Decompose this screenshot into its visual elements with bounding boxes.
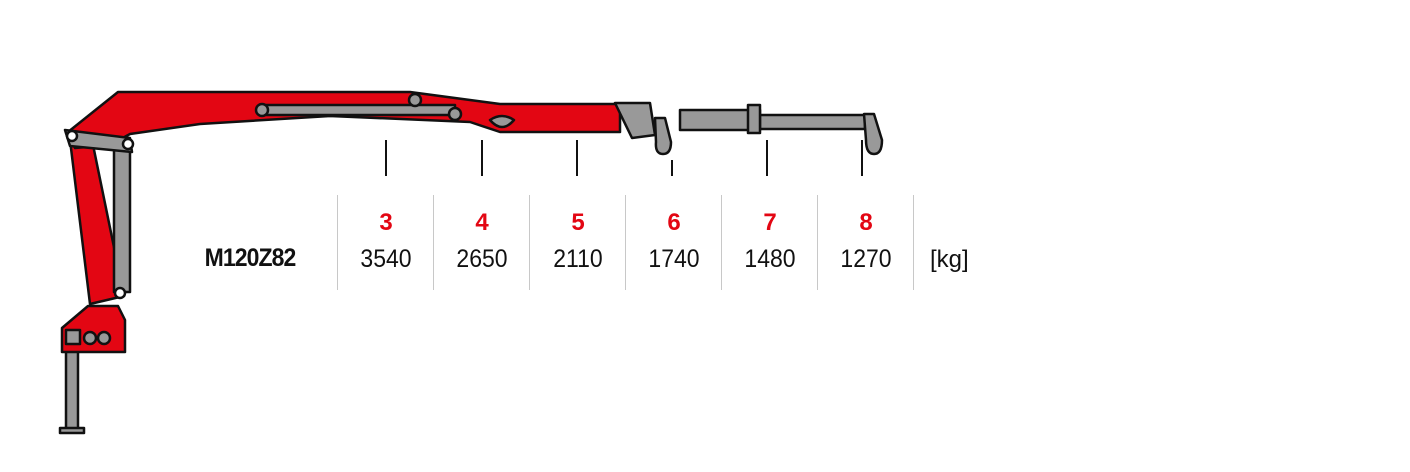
- load-column: 6 1740: [625, 195, 722, 290]
- boom-cylinder: [263, 103, 457, 117]
- extension-2: [758, 113, 867, 131]
- reach-ticks: [385, 140, 863, 176]
- reach-value: 6: [667, 209, 681, 236]
- load-value: 1740: [648, 245, 700, 273]
- pillar-cylinder: [112, 148, 132, 294]
- unit-label: [kg]: [930, 246, 969, 273]
- reach-value: 4: [475, 209, 489, 236]
- reach-value: 7: [763, 209, 777, 236]
- hook-8: [862, 112, 884, 156]
- reach-value: 5: [571, 209, 585, 236]
- main-boom: [66, 90, 622, 150]
- load-column: 8 1270: [817, 195, 914, 290]
- load-column: 5 2110: [529, 195, 626, 290]
- hook-6: [653, 116, 673, 156]
- load-value: 2650: [456, 245, 508, 273]
- crane-leg: [64, 348, 80, 432]
- model-label: M120Z82: [204, 244, 297, 272]
- load-column: 3 3540: [337, 195, 434, 290]
- load-value: 1270: [840, 245, 892, 273]
- load-value: 2110: [553, 245, 603, 273]
- load-column: 7 1480: [721, 195, 818, 290]
- column-divider: [913, 195, 914, 290]
- reach-value: 3: [379, 209, 393, 236]
- load-value: 3540: [360, 245, 412, 273]
- load-column: 4 2650: [433, 195, 530, 290]
- reach-value: 8: [859, 209, 873, 236]
- load-value: 1480: [744, 245, 796, 273]
